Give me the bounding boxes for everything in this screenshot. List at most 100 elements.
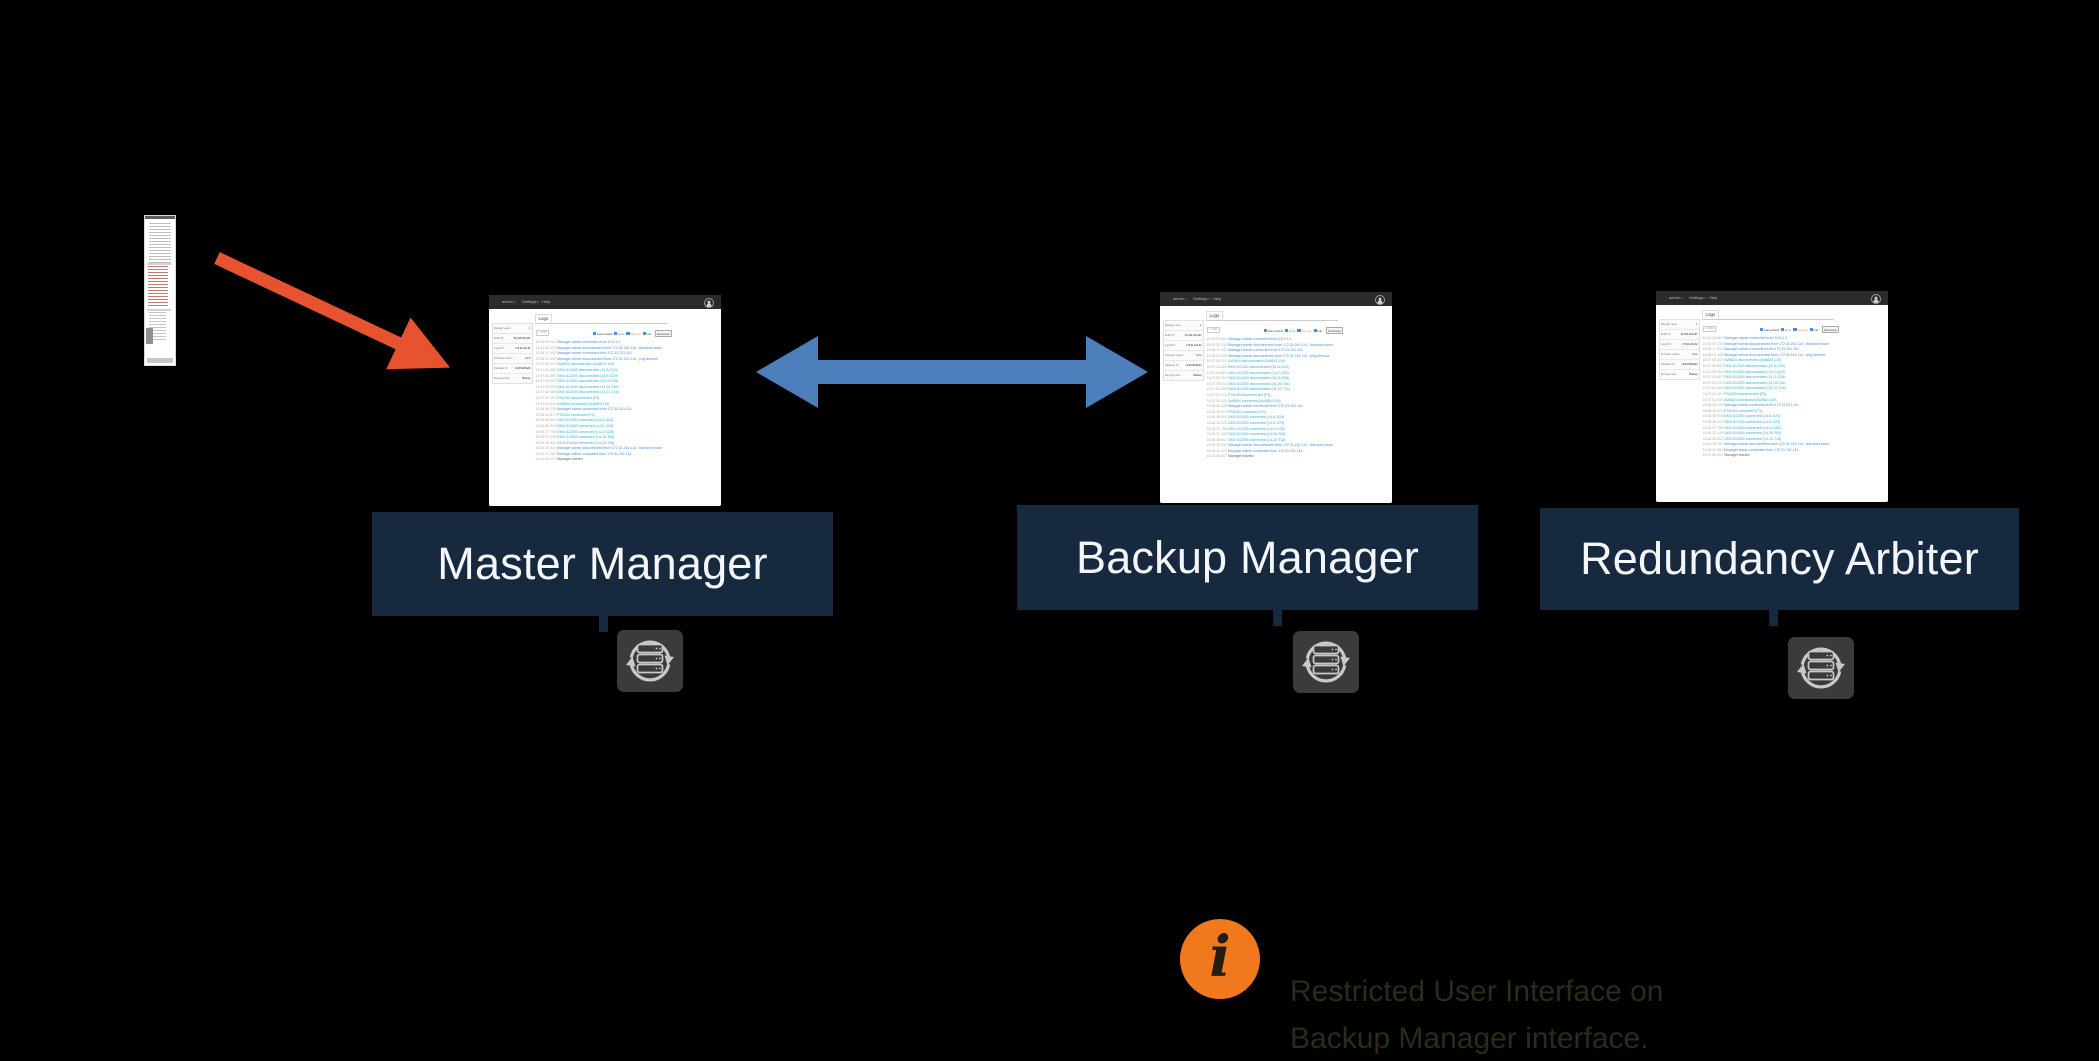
log-timestamp: 15:37:54.882 [1702,363,1723,368]
filter-error[interactable]: Error [614,332,624,336]
download-button[interactable]: Download [1821,326,1839,334]
document-highlighted-lines [147,263,171,311]
log-message: Manager admin connected from 172.31.241.… [557,407,632,412]
node-label-text: Redundancy Arbiter [1580,533,1979,584]
note-line-1: Restricted User Interface on [1290,975,1664,1008]
log-line: 15:36:37.145DMX-512000 connected (14-26-… [1703,431,1853,437]
log-timestamp: 15:36:38.904 [1702,414,1723,419]
filter-error[interactable]: Error [1285,329,1295,333]
log-message: DMX-512000 disconnected (14-E-G29) [1724,369,1785,374]
chevron-down-icon: ▾ [1704,296,1706,300]
checkbox-icon[interactable] [614,332,618,336]
filter-error[interactable]: Error [1781,328,1791,332]
filter-info[interactable]: Info [1809,328,1818,332]
filter-warning[interactable]: Warning [1793,328,1808,332]
checkbox-icon[interactable] [1793,328,1797,332]
tab-logs[interactable]: Logs [1206,311,1223,320]
menu-admin[interactable]: admin▾ [1173,296,1187,301]
info-value: 172.31.241.32 [1186,344,1202,347]
log-message: AVAB24 disconnected (AVAB24.119) [1228,359,1286,364]
log-message: DMX-512000 disconnected (14-A-G24) [1228,364,1289,369]
log-message: Manager admin connected from 10.0.1.2 [1724,336,1788,340]
log-message: Manager admin connected from 172.31.241.… [557,351,632,356]
log-message: DMX-512000 connected (14-22-T16) [1228,437,1286,442]
log-timestamp: 15:36:37.788 [535,429,556,434]
connector-stub [1769,608,1778,626]
user-avatar-icon[interactable] [1871,294,1881,304]
log-message: Manager admin connected from 10.0.1.2 [557,340,621,344]
user-avatar-icon[interactable] [704,298,714,308]
info-value: 62.194.194.227 [1680,333,1698,336]
checkbox-icon[interactable] [626,332,630,336]
checkbox-icon[interactable] [1264,329,1268,333]
log-line: 15:31:54.007Manager started [1207,454,1357,460]
menu-settings[interactable]: Settings▾ [1193,296,1210,301]
menu-admin[interactable]: admin▾ [502,299,516,304]
checkbox-icon[interactable] [593,332,597,336]
download-button[interactable]: Download [1325,327,1343,335]
checkbox-icon[interactable] [1809,328,1813,332]
tab-logs[interactable]: Logs [535,314,552,323]
manager-ui-window: admin▾ Settings▾ Help Logs Manager users… [1656,291,1888,502]
log-line: 15:38:02.445Manager admin disconnected f… [536,357,686,363]
menu-settings[interactable]: Settings▾ [522,299,539,304]
log-line: 15:37:53.215DMX-512000 disconnected (14-… [1207,382,1357,388]
log-timestamp: 15:31:54.007 [1702,453,1723,458]
log-line: 15:37:53.907DMX-512000 disconnected (14-… [1703,375,1853,381]
log-message: DMX-512000 disconnected (14-G-G28) [557,379,619,384]
info-label: Public IP [1661,333,1671,336]
log-message: DMX-512000 disconnected (14-G-G28) [1724,375,1786,380]
info-label: Running mode [1661,373,1677,376]
menu-admin[interactable]: admin▾ [1669,295,1683,300]
checkbox-icon[interactable] [1781,328,1785,332]
log-timestamp: 15:36:37.145 [1702,431,1723,436]
log-message: DMX-512000 disconnected (14-E-G29) [1228,370,1289,375]
server-sync-icon [617,630,683,692]
log-list: 15:42:09.661Manager admin connected from… [536,340,686,463]
log-timestamp: 15:36:38.310 [1702,419,1723,424]
filter-warning[interactable]: Warning [1297,329,1312,333]
log-timestamp: 15:37:51.540 [535,401,556,406]
log-timestamp: 15:34:28.330 [1702,442,1723,447]
log-line: 15:31:54.007Manager started [536,457,686,463]
menu-help[interactable]: Help [542,299,551,304]
log-timestamp: 15:37:52.668 [535,390,556,395]
log-timestamp: 15:36:38.310 [535,423,556,428]
checkbox-icon[interactable] [1313,329,1317,333]
filter-info[interactable]: Info [1313,329,1322,333]
filter-auto-refresh[interactable]: Auto-refresh [1760,328,1779,332]
download-button[interactable]: Download [654,330,672,338]
log-message: Manager admin disconnected from 172.31.2… [557,446,662,451]
log-line: 15:37:51.540AVAB24 connected (AVAB24.119… [536,402,686,408]
connector-stub [599,614,608,632]
user-avatar-icon[interactable] [1375,295,1385,305]
log-timestamp: 15:36:38.310 [1206,420,1227,425]
info-label: Public IP [494,337,504,340]
menu-settings[interactable]: Settings▾ [1689,295,1706,300]
checkbox-icon[interactable] [642,332,646,336]
log-line: 15:36:39.871PSU200 connected (P3) [1703,409,1853,415]
tab-divider [1702,318,1834,320]
checkbox-icon[interactable] [1285,329,1289,333]
filter-info[interactable]: Info [642,332,651,336]
log-line: 15:36:36.602DMX-512000 connected (14-22-… [1703,437,1853,443]
log-message: DMX-512000 connected (14-22-T16) [557,440,615,445]
checkbox-icon[interactable] [1297,329,1301,333]
menu-help[interactable]: Help [1709,295,1718,300]
filter-auto-refresh[interactable]: Auto-refresh [1264,329,1283,333]
log-timestamp: 15:36:37.788 [1206,426,1227,431]
log-line: 15:37:54.882DMX-512000 disconnected (14-… [1703,364,1853,370]
sync-double-arrow [756,336,1148,408]
tab-logs[interactable]: Logs [1702,310,1719,319]
info-value: 1 [1696,323,1698,326]
filter-warning[interactable]: Warning [626,332,641,336]
menu-help[interactable]: Help [1213,296,1222,301]
log-timestamp: 15:31:54.007 [1206,454,1227,459]
filter-label: Error [618,331,625,336]
info-label: Local IP 1 [494,347,505,350]
filter-auto-refresh[interactable]: Auto-refresh [593,332,612,336]
checkbox-icon[interactable] [1760,328,1764,332]
